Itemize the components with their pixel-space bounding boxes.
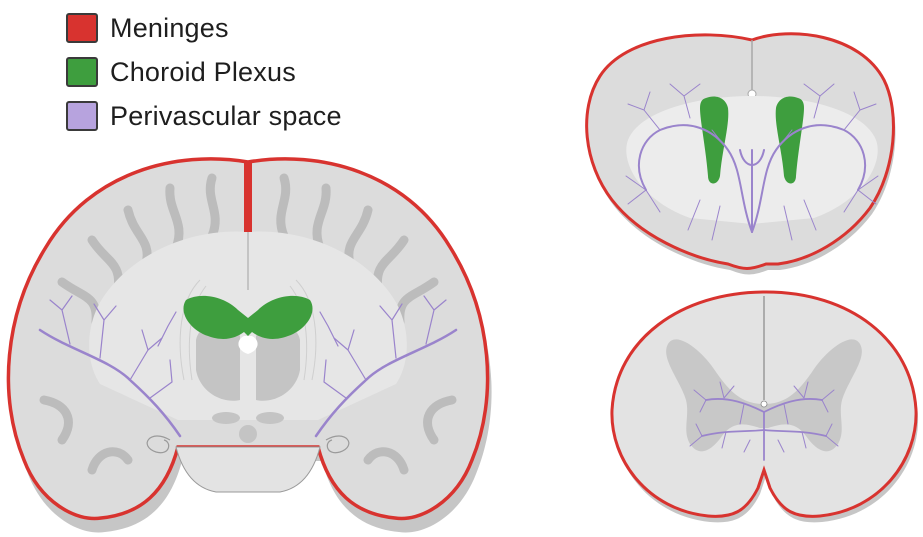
longitudinal-fissure (244, 162, 252, 232)
mouse-brain-coronal-section (587, 34, 896, 275)
brainstem (176, 447, 320, 492)
human-brain-coronal-section (8, 159, 491, 533)
spinal-cord-cross-section (612, 292, 918, 522)
